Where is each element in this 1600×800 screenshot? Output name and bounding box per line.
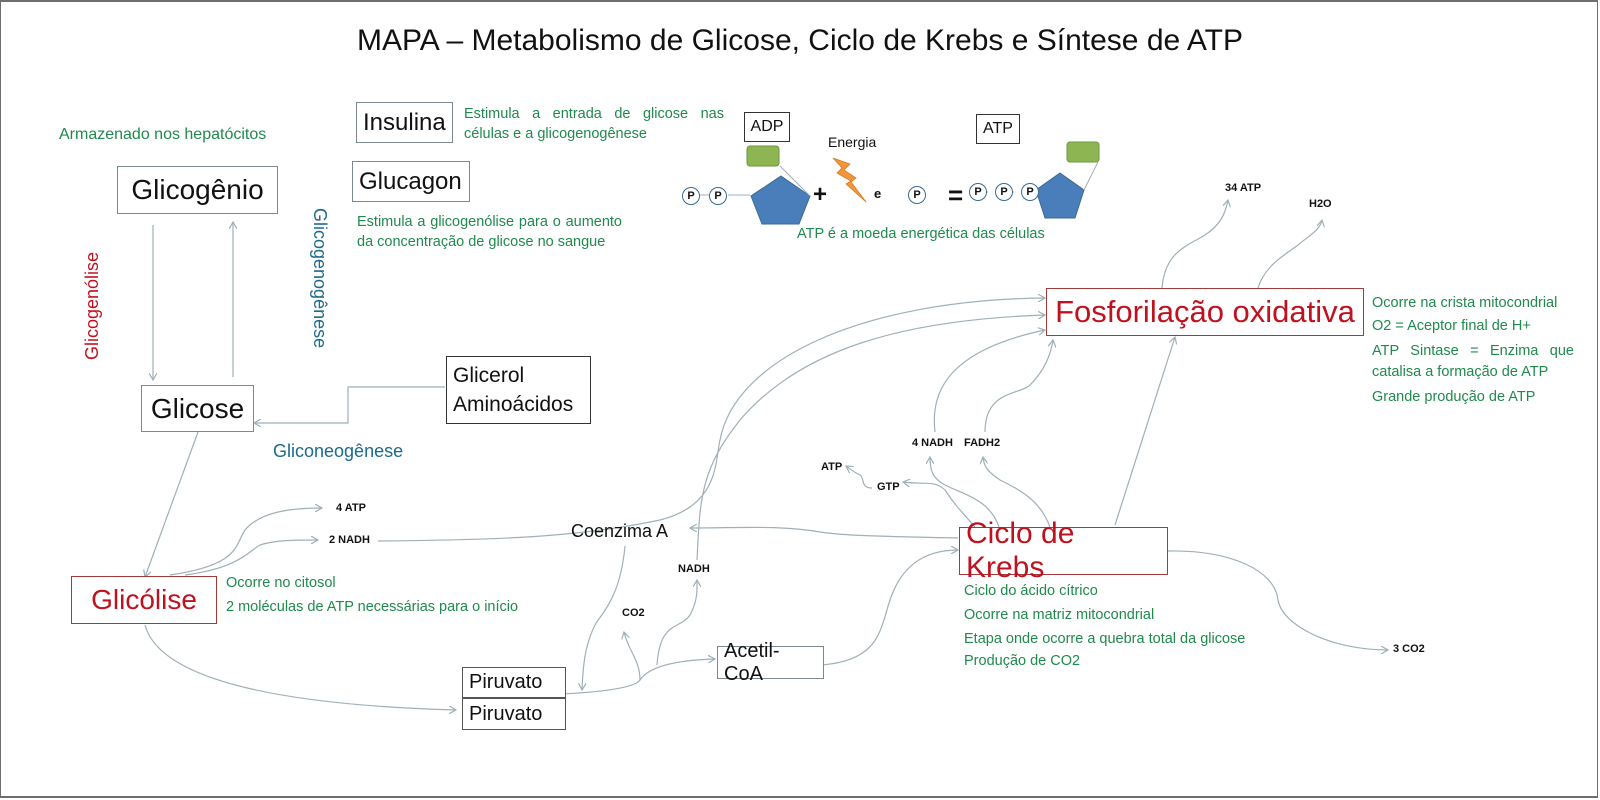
phosphate-icon: P [908, 186, 926, 204]
insulina-label: Insulina [363, 108, 446, 136]
glucagon-label: Glucagon [359, 167, 462, 195]
piruvato-box-1[interactable]: Piruvato [462, 667, 566, 698]
pentose-pentagon-icon [750, 175, 811, 225]
and-label: e [874, 186, 881, 201]
adenine-rectangle-icon [1066, 141, 1100, 163]
energia-label: Energia [828, 134, 877, 150]
krebs-product-atp: ATP [821, 461, 843, 473]
arrow-krebs-to-3co2 [1167, 550, 1388, 650]
arrow-glicerol-to-glicose [254, 386, 445, 423]
atp-box[interactable]: ATP [976, 114, 1020, 144]
arrow-krebs-to-fadh2 [983, 457, 1051, 528]
glicolise-box[interactable]: Glicólise [71, 576, 217, 624]
glucagon-note: Estimula a glicogenólise para o aumento … [357, 214, 622, 250]
glicose-label: Glicose [150, 392, 245, 424]
atp-equation-graphic: + e = [692, 141, 1100, 225]
insulina-box[interactable]: Insulina [356, 102, 453, 143]
glicolise-label: Glicólise [91, 584, 197, 615]
phosphate-icon: P [969, 183, 987, 201]
arrow-acetil-to-krebs [821, 550, 958, 666]
arrow-4nadh-to-fosforilacao [933, 330, 1045, 433]
fosforilacao-note-4: Grande produção de ATP [1372, 389, 1536, 405]
krebs-product-co2: 3 CO2 [1393, 643, 1425, 655]
coenzima-a-label: Coenzima A [571, 521, 669, 541]
glicolise-note-1: Ocorre no citosol [226, 575, 336, 591]
arrow-krebs-to-fosforilacao [1114, 337, 1175, 526]
pentose-pentagon-icon [1035, 172, 1085, 219]
glicerol-aminoacidos-box[interactable]: Glicerol Aminoácidos [446, 356, 591, 424]
krebs-label: Ciclo de Krebs [966, 517, 1075, 584]
fosforilacao-box[interactable]: Fosforilação oxidativa [1046, 288, 1364, 336]
glicose-box[interactable]: Glicose [141, 385, 254, 432]
piruvato-label-2: Piruvato [469, 702, 543, 725]
arrow-to-nadh-link [656, 580, 697, 666]
glicolise-product-nadh: 2 NADH [329, 534, 370, 546]
lightning-energy-icon [832, 157, 867, 203]
glicogenio-label: Glicogênio [131, 174, 264, 205]
glicogenolise-label: Glicogenólise [82, 251, 102, 360]
krebs-note-4: Produção de CO2 [964, 653, 1081, 669]
arrow-glicolise-to-piruvato [144, 624, 456, 710]
arrow-fadh2-to-fosforilacao [984, 340, 1053, 433]
arrow-piruvato-to-acetil [562, 659, 715, 695]
krebs-product-nadh: 4 NADH [912, 437, 953, 449]
glicolise-product-atp: 4 ATP [336, 502, 366, 514]
phosphate-icon: P [682, 187, 700, 205]
nadh-label: NADH [678, 563, 710, 575]
acetil-coa-box[interactable]: Acetil-CoA [717, 640, 824, 685]
glicogenogenese-label: Glicogenogênese [310, 208, 330, 349]
arrow-krebs-to-4nadh [930, 457, 1000, 528]
arrow-nadh-link-to-fosforilacao [696, 315, 1045, 561]
page-title: MAPA – Metabolismo de Glicose, Ciclo de … [357, 24, 1243, 57]
phosphate-icon: P [1021, 183, 1039, 201]
phosphate-icon: P [709, 187, 727, 205]
krebs-note-3: Etapa onde ocorre a quebra total da glic… [964, 631, 1246, 647]
arrow-2nadh-to-fosforilacao [377, 298, 1045, 542]
krebs-box[interactable]: Ciclo de Krebs [959, 517, 1168, 584]
arrow-gtp-to-atp [846, 466, 873, 489]
glucagon-box[interactable]: Glucagon [352, 161, 470, 202]
arrow-to-co2 [624, 632, 641, 681]
piruvato-box-2[interactable]: Piruvato [462, 698, 566, 730]
krebs-product-fadh2: FADH2 [964, 437, 1001, 449]
plus-sign: + [813, 181, 827, 208]
fosforilacao-note-3: ATP Sintase = Enzima que catalisa a form… [1372, 343, 1574, 380]
equals-sign: = [948, 180, 963, 210]
piruvato-label-1: Piruvato [469, 671, 543, 693]
arrow-krebs-to-coenzima [690, 527, 959, 539]
insulina-note: Estimula a entrada de glicose nas célula… [464, 106, 724, 142]
arrow-coenzima-to-piruvato [582, 545, 626, 690]
fosforilacao-product-atp: 34 ATP [1225, 182, 1262, 194]
arrow-glicolise-to-2nadh [184, 540, 318, 576]
arrow-glicose-to-glicolise [145, 431, 199, 577]
adp-label: ADP [750, 118, 784, 135]
gliconeogenese-label: Gliconeogênese [273, 441, 404, 461]
glicogenio-box[interactable]: Glicogênio [117, 166, 278, 214]
krebs-product-gtp: GTP [877, 481, 900, 493]
acetil-coa-label: Acetil-CoA [724, 639, 780, 685]
adp-box[interactable]: ADP [744, 112, 790, 142]
atp-label: ATP [983, 120, 1013, 137]
krebs-note-2: Ocorre na matriz mitocondrial [964, 607, 1155, 623]
glicolise-note-2: 2 moléculas de ATP necessárias para o in… [226, 599, 519, 615]
co2-label: CO2 [622, 607, 645, 619]
phosphate-icon: P [995, 183, 1013, 201]
glicerol-label: Glicerol [453, 364, 525, 387]
fosforilacao-product-h2o: H2O [1309, 198, 1332, 210]
fosforilacao-note-1: Ocorre na crista mitocondrial [1372, 295, 1558, 311]
storage-note: Armazenado nos hepatócitos [59, 126, 267, 143]
arrow-krebs-to-gtp [903, 482, 976, 528]
arrow-fosforilacao-to-34atp [1161, 200, 1228, 289]
arrow-glicolise-to-4atp [169, 508, 322, 576]
arrow-fosforilacao-to-h2o [1257, 220, 1322, 289]
aminoacidos-label: Aminoácidos [453, 393, 574, 416]
krebs-note-1: Ciclo do ácido cítrico [964, 583, 1098, 599]
fosforilacao-note-2: O2 = Aceptor final de H+ [1372, 318, 1531, 334]
fosforilacao-label: Fosforilação oxidativa [1055, 294, 1355, 329]
adenine-rectangle-icon [746, 145, 780, 167]
atp-caption: ATP é a moeda energética das células [797, 226, 1045, 242]
